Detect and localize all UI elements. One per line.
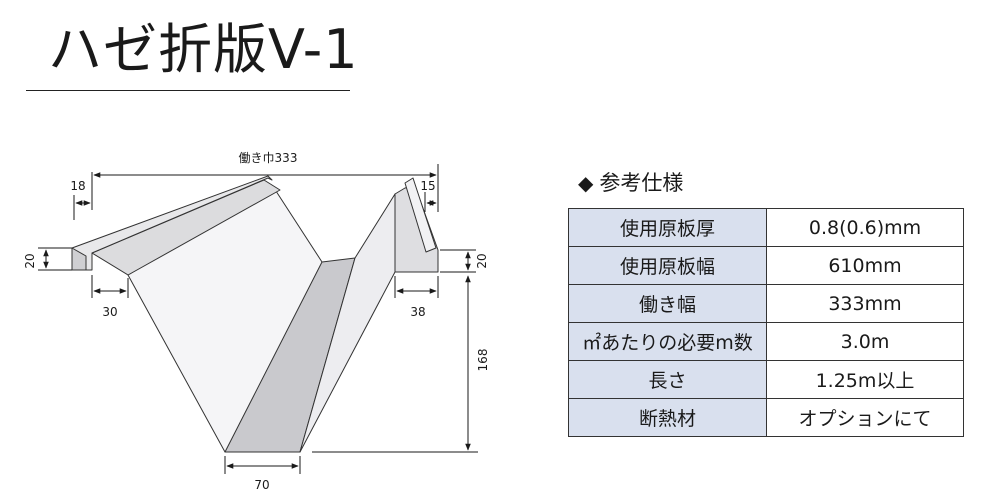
table-row: 長さ 1.25m以上 <box>568 360 964 399</box>
table-row: 使用原板幅 610mm <box>568 246 964 285</box>
spec-label: 働き幅 <box>568 284 767 323</box>
panel-profile <box>71 175 439 453</box>
diamond-icon: ◆ <box>578 171 594 195</box>
spec-value: 333mm <box>766 284 964 323</box>
spec-label: ㎡あたりの必要m数 <box>568 322 767 361</box>
page-title: ハゼ折版V-1 <box>48 18 359 81</box>
spec-table: 使用原板厚 0.8(0.6)mm 使用原板幅 610mm 働き幅 333mm ㎡… <box>568 208 964 437</box>
title-underline <box>26 90 350 91</box>
profile-diagram: 働き巾333 18 15 20 20 30 38 168 70 <box>23 151 490 492</box>
dim-15-label: 15 <box>420 179 435 193</box>
dim-18-label: 18 <box>70 179 85 193</box>
right-seam-hook <box>404 177 437 253</box>
spec-heading: ◆参考仕様 <box>578 168 683 198</box>
table-row: ㎡あたりの必要m数 3.0m <box>568 322 964 361</box>
dim-30-label: 30 <box>102 305 117 319</box>
dim-width-label: 働き巾333 <box>239 151 298 165</box>
spec-heading-text: 参考仕様 <box>599 171 684 195</box>
spec-value: 3.0m <box>766 322 964 361</box>
spec-label: 使用原板厚 <box>568 208 767 247</box>
spec-value: 610mm <box>766 246 964 285</box>
dim-38-label: 38 <box>410 305 425 319</box>
dim-168-label: 168 <box>476 349 490 372</box>
spec-value: オプションにて <box>766 398 964 437</box>
dimension-labels: 働き巾333 18 15 20 20 30 38 168 70 <box>23 151 490 492</box>
dim-20-left-label: 20 <box>23 253 37 268</box>
left-lap-front <box>71 247 87 271</box>
table-row: 使用原板厚 0.8(0.6)mm <box>568 208 964 247</box>
spec-label: 長さ <box>568 360 767 399</box>
spec-value: 0.8(0.6)mm <box>766 208 964 247</box>
spec-label: 使用原板幅 <box>568 246 767 285</box>
spec-value: 1.25m以上 <box>766 360 964 399</box>
spec-label: 断熱材 <box>568 398 767 437</box>
dim-20-right-label: 20 <box>475 253 489 268</box>
table-row: 働き幅 333mm <box>568 284 964 323</box>
dim-70-label: 70 <box>254 478 269 492</box>
table-row: 断熱材 オプションにて <box>568 398 964 437</box>
